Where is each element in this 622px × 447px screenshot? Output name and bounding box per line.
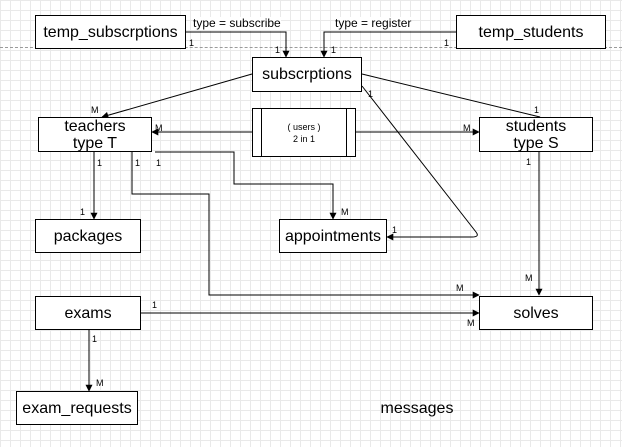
entity-type-label: type T	[72, 134, 118, 152]
edge-subscriptions-to-students	[361, 73, 541, 118]
entity-solves[interactable]: solves	[479, 296, 593, 330]
entity-temp-subscriptions[interactable]: temp_subscrptions	[35, 15, 186, 49]
entity-exam-requests[interactable]: exam_requests	[16, 391, 138, 425]
entity-label: packages	[53, 227, 123, 245]
edge-label-register: type = register	[335, 16, 412, 30]
entity-packages[interactable]: packages	[35, 219, 141, 253]
entity-label: exam_requests	[22, 399, 132, 417]
cardinality-label: 1	[152, 300, 158, 310]
cardinality-label: 1	[331, 45, 337, 55]
edge-subscriptions-to-teachers	[101, 73, 253, 119]
cardinality-label: 1	[97, 158, 103, 168]
entity-label: messages	[380, 399, 454, 417]
entity-label: teachers	[64, 117, 126, 135]
cardinality-label: M	[341, 207, 349, 217]
entity-messages[interactable]: messages	[362, 391, 472, 425]
cardinality-label: 1	[534, 105, 540, 115]
cardinality-label: 1	[526, 157, 532, 167]
entity-appointments[interactable]: appointments	[279, 219, 387, 253]
cardinality-label: 1	[156, 158, 162, 168]
edge-teachers-to-solves	[131, 152, 480, 299]
process-bar-left	[253, 109, 262, 156]
page-break-line	[0, 47, 622, 48]
cardinality-label: M	[525, 273, 533, 283]
cardinality-label: M	[155, 123, 163, 133]
entity-exams[interactable]: exams	[35, 296, 141, 330]
cardinality-label: 1	[189, 38, 195, 48]
process-users[interactable]: ( users ) 2 in 1	[252, 108, 356, 157]
cardinality-label: 1	[92, 334, 98, 344]
entity-label: students	[505, 117, 567, 135]
cardinality-label: 1	[80, 207, 86, 217]
cardinality-label: 1	[368, 89, 374, 99]
cardinality-label: M	[96, 378, 104, 388]
entity-subscriptions[interactable]: subscrptions	[252, 57, 362, 92]
cardinality-label: 1	[135, 158, 141, 168]
entity-label: subscrptions	[262, 66, 352, 83]
cardinality-label: M	[467, 318, 475, 328]
cardinality-label: 1	[444, 38, 450, 48]
entity-label: temp_students	[478, 23, 584, 41]
entity-type-label: type S	[513, 134, 559, 152]
edge-subscriptions-to-appointments	[361, 85, 478, 241]
edge-label-subscribe: type = subscribe	[193, 16, 281, 30]
cardinality-label: 1	[275, 45, 281, 55]
entity-label: appointments	[284, 227, 382, 245]
cardinality-label: M	[463, 123, 471, 133]
entity-temp-students[interactable]: temp_students	[456, 15, 606, 49]
edge-teachers-to-appointments	[155, 151, 337, 220]
edge-temp-subscriptions-to-subscriptions	[186, 31, 290, 58]
entity-teachers[interactable]: teachers type T	[38, 117, 152, 152]
cardinality-label: 1	[392, 225, 398, 235]
edge-temp-students-to-subscriptions	[320, 31, 456, 58]
process-label: ( users ) 2 in 1	[287, 121, 321, 144]
entity-students[interactable]: students type S	[479, 117, 593, 152]
entity-label: temp_subscrptions	[43, 23, 178, 41]
entity-label: solves	[513, 304, 559, 322]
process-bar-right	[346, 109, 355, 156]
cardinality-label: M	[91, 105, 99, 115]
cardinality-label: M	[456, 283, 464, 293]
entity-label: exams	[64, 304, 112, 322]
